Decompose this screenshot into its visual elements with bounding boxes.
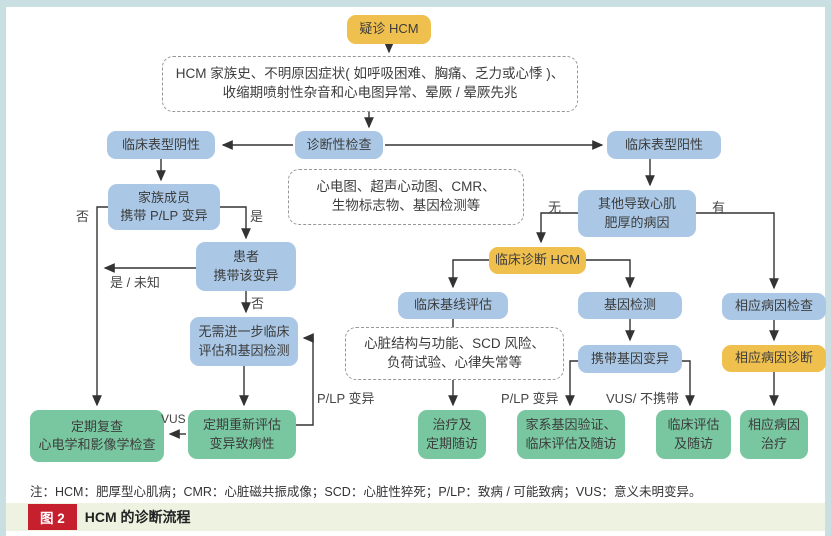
frame-border-left — [0, 0, 6, 536]
caption-badge: 图 2 — [28, 504, 77, 530]
node-line2: 肥厚的病因 — [604, 214, 670, 230]
node-phenotype-negative: 临床表型阴性 — [107, 131, 215, 159]
node-line1: 家族成员 — [137, 189, 190, 205]
node-line1: 定期重新评估 — [202, 417, 281, 433]
node-family-member: 家族成员 携带 P/LP 变异 — [108, 184, 220, 230]
node-baseline-detail: 心脏结构与功能、SCD 风险、 负荷试验、心律失常等 — [345, 327, 564, 380]
node-periodic-reassess: 定期重新评估 变异致病性 — [188, 410, 296, 459]
edge-label-present: 有 — [712, 200, 726, 215]
node-label: 临床表型阴性 — [121, 136, 200, 152]
node-label: 临床诊断 HCM — [494, 252, 581, 268]
connector-reassess-plp-loop — [296, 333, 314, 426]
node-line2: 治疗 — [760, 435, 787, 451]
node-symptoms: HCM 家族史、不明原因症状( 如呼吸困难、胸痛、乏力或心悸 )、 收缩期喷射性… — [162, 56, 578, 112]
node-periodic-review: 定期复查 心电学和影像学检查 — [30, 410, 164, 462]
node-etiology-dx: 相应病因诊断 — [722, 345, 826, 372]
node-line1: 其他导致心肌 — [597, 196, 676, 212]
edge-label-plp-loop: P/LP 变异 — [317, 391, 375, 406]
node-line2: 及随访 — [673, 435, 713, 451]
node-line1: 相应病因 — [747, 417, 800, 433]
node-line2: 生物标志物、基因检测等 — [331, 198, 481, 213]
connector-carry-vus-to-clinicaleval — [682, 360, 695, 407]
node-label: 诊断性检查 — [306, 136, 372, 152]
caption-title: HCM 的诊断流程 — [84, 509, 191, 525]
node-clinical-eval-followup: 临床评估 及随访 — [656, 410, 731, 459]
connector-othercauses-present-to-etiologycheck — [696, 212, 779, 290]
connector-clinicaldx-to-baseline — [448, 259, 489, 289]
node-line1: 家系基因验证、 — [525, 417, 617, 433]
node-clinical-dx-hcm: 临床诊断 HCM — [489, 247, 586, 274]
node-label: 基因检测 — [603, 297, 656, 313]
edge-label-vus: VUS — [161, 412, 186, 426]
node-gene-testing: 基因检测 — [578, 292, 682, 319]
node-line2: 评估和基因检测 — [198, 342, 290, 358]
node-suspect-hcm: 疑诊 HCM — [347, 15, 431, 44]
node-family-gene-validation: 家系基因验证、 临床评估及随访 — [517, 410, 625, 459]
frame-border-top — [0, 0, 831, 7]
connector-family-yes-to-patient — [220, 206, 251, 240]
node-line2: 收缩期喷射性杂音和心电图异常、晕厥 / 晕厥先兆 — [222, 85, 518, 100]
node-line1: 定期复查 — [70, 418, 123, 434]
node-line1: 患者 — [232, 249, 259, 265]
edge-label-yes-unknown: 是 / 未知 — [110, 275, 160, 290]
node-phenotype-positive: 临床表型阳性 — [607, 131, 721, 159]
caption-bar: 图 2 HCM 的诊断流程 — [6, 503, 825, 531]
node-line2: 临床评估及随访 — [525, 435, 617, 451]
node-line2: 变异致病性 — [209, 435, 275, 451]
node-line1: 心脏结构与功能、SCD 风险、 — [364, 335, 545, 351]
node-etiology-check: 相应病因检查 — [722, 293, 826, 320]
node-label: 临床表型阳性 — [624, 136, 703, 152]
node-line2: 携带该变异 — [213, 267, 279, 283]
frame-border-right — [825, 0, 831, 536]
connector-othercauses-none-to-clinicaldx — [536, 212, 578, 244]
edge-label-yes-right: 是 — [250, 209, 264, 224]
edge-label-no-down: 否 — [251, 296, 265, 311]
node-treatment-followup: 治疗及 定期随访 — [418, 410, 486, 459]
node-line1: 心电图、超声心动图、CMR、 — [316, 179, 496, 195]
node-tests-detail: 心电图、超声心动图、CMR、 生物标志物、基因检测等 — [288, 169, 524, 225]
node-patient-variant: 患者 携带该变异 — [196, 242, 296, 291]
node-baseline-eval: 临床基线评估 — [398, 292, 508, 319]
node-label: 疑诊 HCM — [359, 21, 419, 37]
node-etiology-treatment: 相应病因 治疗 — [740, 410, 808, 459]
node-line1: 临床评估 — [667, 417, 720, 433]
edge-label-no-left: 否 — [76, 209, 90, 224]
node-label: 携带基因变异 — [590, 350, 669, 366]
node-line1: HCM 家族史、不明原因症状( 如呼吸困难、胸痛、乏力或心悸 )、 — [175, 66, 565, 82]
node-line2: 心电学和影像学检查 — [38, 437, 156, 452]
connector-clinicaldx-to-genetest — [586, 259, 635, 289]
node-no-further-eval: 无需进一步临床 评估和基因检测 — [190, 317, 298, 366]
node-carry-gene-variant: 携带基因变异 — [578, 345, 682, 373]
node-diagnostic-tests: 诊断性检查 — [295, 131, 383, 159]
node-label: 相应病因检查 — [734, 298, 813, 314]
connector-carry-plp-to-familyval — [565, 360, 578, 407]
node-line1: 治疗及 — [432, 417, 472, 433]
figure-note: 注：HCM：肥厚型心肌病；CMR：心脏磁共振成像；SCD：心脏性猝死；P/LP：… — [30, 485, 702, 499]
node-other-causes: 其他导致心肌 肥厚的病因 — [578, 190, 696, 237]
node-line2: 负荷试验、心律失常等 — [387, 354, 522, 370]
node-line2: 定期随访 — [425, 435, 478, 451]
edge-label-plp-mid: P/LP 变异 — [501, 391, 559, 406]
node-label: 相应病因诊断 — [734, 350, 813, 366]
connector-family-no-to-review — [92, 206, 108, 407]
node-label: 临床基线评估 — [413, 297, 492, 313]
node-line2: 携带 P/LP 变异 — [120, 208, 208, 223]
node-line1: 无需进一步临床 — [198, 324, 290, 340]
edge-label-vus-not-carry: VUS/ 不携带 — [606, 391, 679, 406]
edge-label-none: 无 — [548, 200, 562, 215]
